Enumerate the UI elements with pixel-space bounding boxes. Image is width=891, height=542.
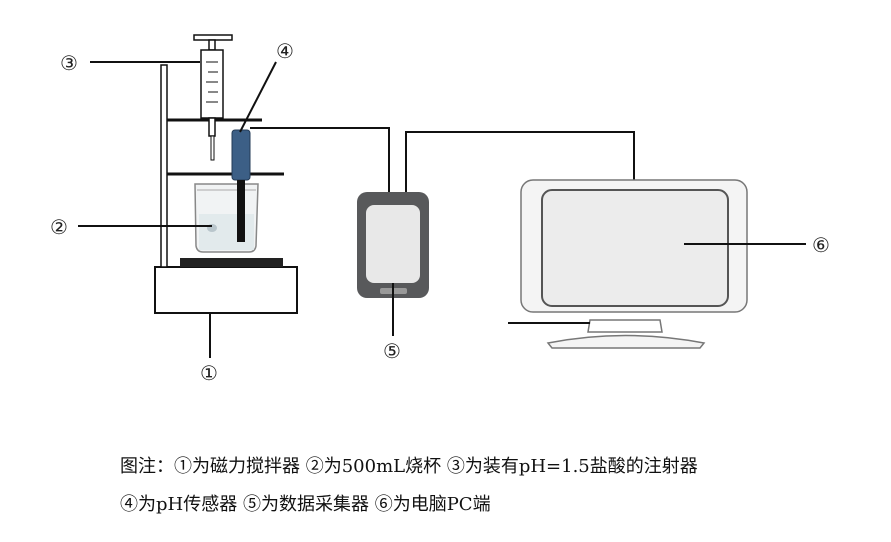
caption-item-3: ③为装有pH=1.5盐酸的注射器 [441,456,698,477]
caption-line-1: 图注：①为磁力搅拌器 ②为500mL烧杯 ③为装有pH=1.5盐酸的注射器 [120,452,698,478]
label-computer: ⑥ [812,233,830,257]
caption-item-1: ①为磁力搅拌器 [174,456,300,477]
leader-lines [78,61,806,358]
data-collector [357,192,429,298]
computer-cable [405,131,635,205]
caption-item-2: ②为500mL烧杯 [300,456,442,477]
label-syringe: ③ [60,51,78,75]
caption-item-6: ⑥为电脑PC端 [368,494,491,515]
magnetic-stirrer [154,258,298,314]
syringe [193,34,233,161]
label-sensor: ④ [276,39,294,63]
caption-item-5: ⑤为数据采集器 [237,494,369,515]
computer-monitor [508,179,748,349]
apparatus-diagram: ③ ④ ② ① ⑤ ⑥ [50,34,830,385]
label-collector: ⑤ [383,339,401,363]
label-stirrer: ① [200,361,218,385]
beaker [194,183,259,253]
label-beaker: ② [50,215,68,239]
caption-item-4: ④为pH传感器 [120,494,238,515]
sensor-cable [250,127,390,192]
caption-prefix: 图注： [120,456,174,477]
caption-line-2: ④为pH传感器 ⑤为数据采集器 ⑥为电脑PC端 [120,490,491,516]
